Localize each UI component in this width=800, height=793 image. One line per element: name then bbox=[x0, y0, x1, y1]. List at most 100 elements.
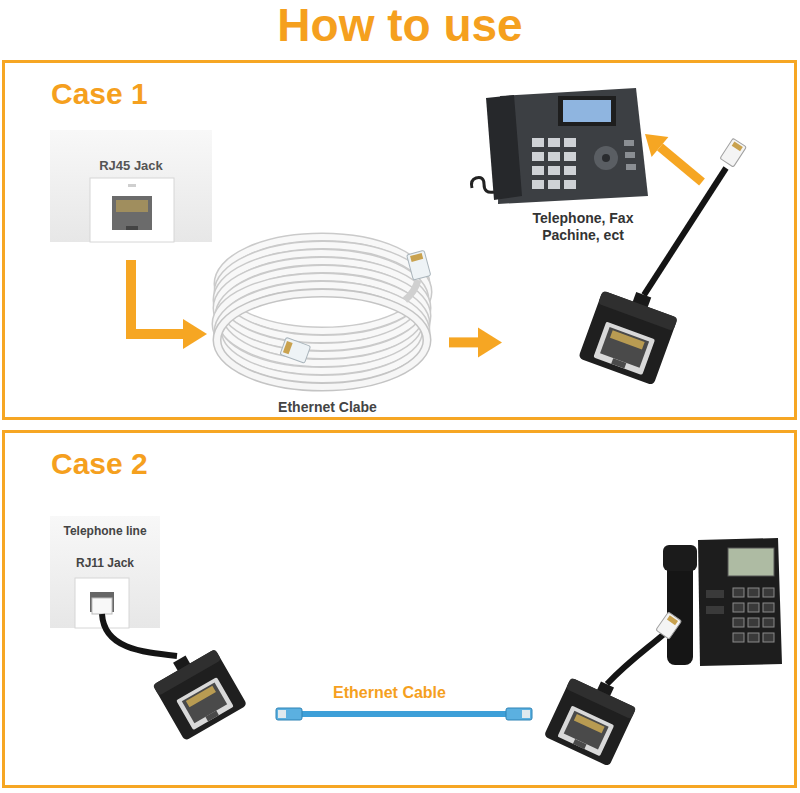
phone-cord bbox=[472, 178, 495, 193]
coil-ring bbox=[218, 285, 426, 379]
key bbox=[548, 138, 560, 147]
rj11-plug bbox=[720, 138, 746, 167]
function-key bbox=[624, 140, 634, 146]
direction-arrow bbox=[645, 134, 702, 182]
rj45-socket bbox=[112, 196, 152, 230]
node-text: Telephone, Fax Pachine, ect bbox=[513, 210, 653, 244]
arrow-head bbox=[183, 319, 207, 349]
desk-phone bbox=[663, 538, 782, 666]
rj45-to-rj11-adapter bbox=[544, 669, 640, 766]
inserted-plug bbox=[92, 598, 112, 614]
cable-plug bbox=[276, 708, 302, 720]
key bbox=[532, 166, 544, 175]
telephone-device: Telephone, Fax Pachine, ect bbox=[505, 78, 790, 413]
phone-screen bbox=[563, 100, 611, 122]
handset-earpiece bbox=[663, 545, 697, 571]
coil-ring bbox=[217, 293, 427, 387]
key bbox=[532, 180, 544, 189]
adapter-cable bbox=[607, 634, 664, 684]
plate-face bbox=[50, 516, 160, 628]
ethernet-cable-coil bbox=[216, 237, 428, 387]
rj11-wall-plate bbox=[50, 516, 160, 628]
plug-pins bbox=[283, 341, 293, 354]
key bbox=[564, 180, 576, 189]
function-key bbox=[625, 152, 635, 158]
phone-handset bbox=[486, 95, 522, 200]
key bbox=[733, 618, 744, 627]
arrow-shaft bbox=[660, 147, 702, 182]
rj45-plug bbox=[280, 337, 311, 363]
cable-item: Ethernet Clabe bbox=[210, 250, 445, 418]
socket-frame bbox=[90, 178, 174, 242]
plug-body bbox=[656, 612, 682, 639]
label-holder: Ethernet Cable bbox=[312, 684, 467, 702]
plug-body bbox=[720, 138, 746, 167]
case-panel: Case 1 RJ45 JackEthernet Clabe Telephone, … bbox=[2, 60, 797, 420]
title-bar: How to use bbox=[0, 0, 800, 52]
adapter-cable bbox=[102, 614, 177, 656]
phone-base bbox=[698, 538, 782, 666]
plug-pins bbox=[667, 615, 678, 625]
ethernet-cable bbox=[276, 708, 532, 720]
cable-plug bbox=[506, 708, 532, 720]
plug-tip bbox=[278, 710, 286, 718]
key bbox=[532, 138, 544, 147]
function-key bbox=[706, 590, 724, 598]
socket-pins bbox=[116, 200, 148, 212]
ip-phone bbox=[472, 88, 649, 204]
plug-body bbox=[280, 337, 311, 363]
rj45-to-rj11-adapter bbox=[578, 281, 681, 385]
plug-body bbox=[407, 250, 431, 280]
node-text: RJ45 Jack bbox=[99, 158, 163, 173]
adapter-cable bbox=[644, 168, 726, 295]
flow-arrow bbox=[131, 260, 207, 349]
nav-key bbox=[594, 146, 618, 170]
key bbox=[733, 633, 744, 642]
socket-mark bbox=[128, 184, 136, 187]
key bbox=[548, 166, 560, 175]
key bbox=[748, 618, 759, 627]
arrow-shaft bbox=[449, 337, 480, 347]
plug-pins bbox=[410, 253, 423, 262]
node-text: Telephone line bbox=[63, 524, 146, 538]
wall-jack-plate: Telephone lineRJ11 Jack bbox=[50, 516, 160, 628]
key bbox=[748, 588, 759, 597]
coil-ring bbox=[218, 285, 426, 379]
rj11-plug bbox=[656, 612, 682, 639]
key bbox=[564, 166, 576, 175]
arrow-head bbox=[645, 134, 668, 157]
function-key bbox=[706, 606, 724, 614]
rj45-plug bbox=[407, 250, 431, 280]
plug-pins bbox=[732, 142, 743, 152]
key bbox=[564, 152, 576, 161]
function-key bbox=[626, 164, 636, 170]
key bbox=[763, 618, 774, 627]
keypad bbox=[733, 588, 774, 642]
nav-center bbox=[602, 154, 610, 162]
wall-jack-plate: RJ45 Jack bbox=[50, 130, 212, 242]
node-text: Case 1 bbox=[51, 77, 148, 111]
plate-face bbox=[50, 130, 212, 242]
arrow-shaft bbox=[131, 260, 185, 334]
key bbox=[564, 138, 576, 147]
flow-arrow bbox=[449, 327, 502, 357]
rj45-to-rj11-adapter bbox=[148, 641, 247, 741]
key bbox=[763, 588, 774, 597]
key bbox=[733, 588, 744, 597]
coil-ring bbox=[217, 293, 427, 387]
key bbox=[763, 633, 774, 642]
key bbox=[548, 152, 560, 161]
key bbox=[763, 603, 774, 612]
rj45-wall-plate bbox=[50, 130, 212, 242]
key bbox=[748, 603, 759, 612]
phone-lcd bbox=[728, 548, 774, 576]
keypad bbox=[532, 138, 576, 189]
key bbox=[532, 152, 544, 161]
node-text: Ethernet Clabe bbox=[278, 399, 377, 415]
cable-label: Ethernet Cable bbox=[331, 684, 448, 702]
screen-frame bbox=[558, 96, 616, 126]
cable-line bbox=[300, 711, 508, 717]
